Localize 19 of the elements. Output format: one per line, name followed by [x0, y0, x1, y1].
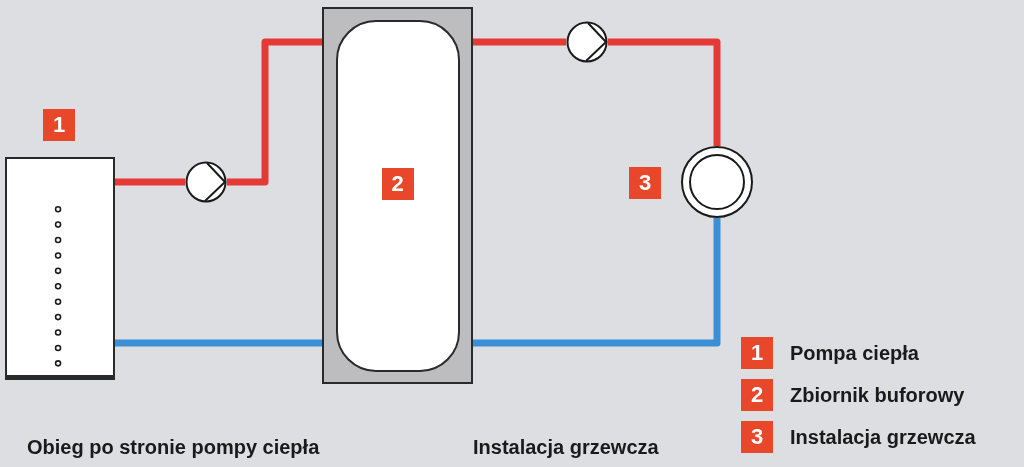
- circulation-pump-symbol: [566, 21, 608, 63]
- number-badge: 1: [43, 109, 75, 141]
- pipe: [608, 38, 721, 146]
- pipe: [115, 339, 322, 347]
- buffer-tank: [322, 7, 473, 384]
- caption: Obieg po stronie pompy ciepła: [27, 435, 320, 460]
- number-badge: 3: [629, 167, 661, 199]
- pipe: [473, 218, 721, 347]
- circulation-pump-symbol: [185, 161, 227, 203]
- legend-text: Zbiornik buforowy: [790, 383, 965, 408]
- legend-text: Instalacja grzewcza: [790, 425, 976, 450]
- caption: Instalacja grzewcza: [473, 435, 659, 460]
- pipe: [473, 38, 566, 46]
- number-badge: 2: [741, 379, 773, 411]
- number-badge: 3: [741, 421, 773, 453]
- number-badge: 1: [741, 337, 773, 369]
- legend-text: Pompa ciepła: [790, 341, 919, 366]
- pipe: [227, 38, 322, 186]
- pipe: [115, 178, 185, 186]
